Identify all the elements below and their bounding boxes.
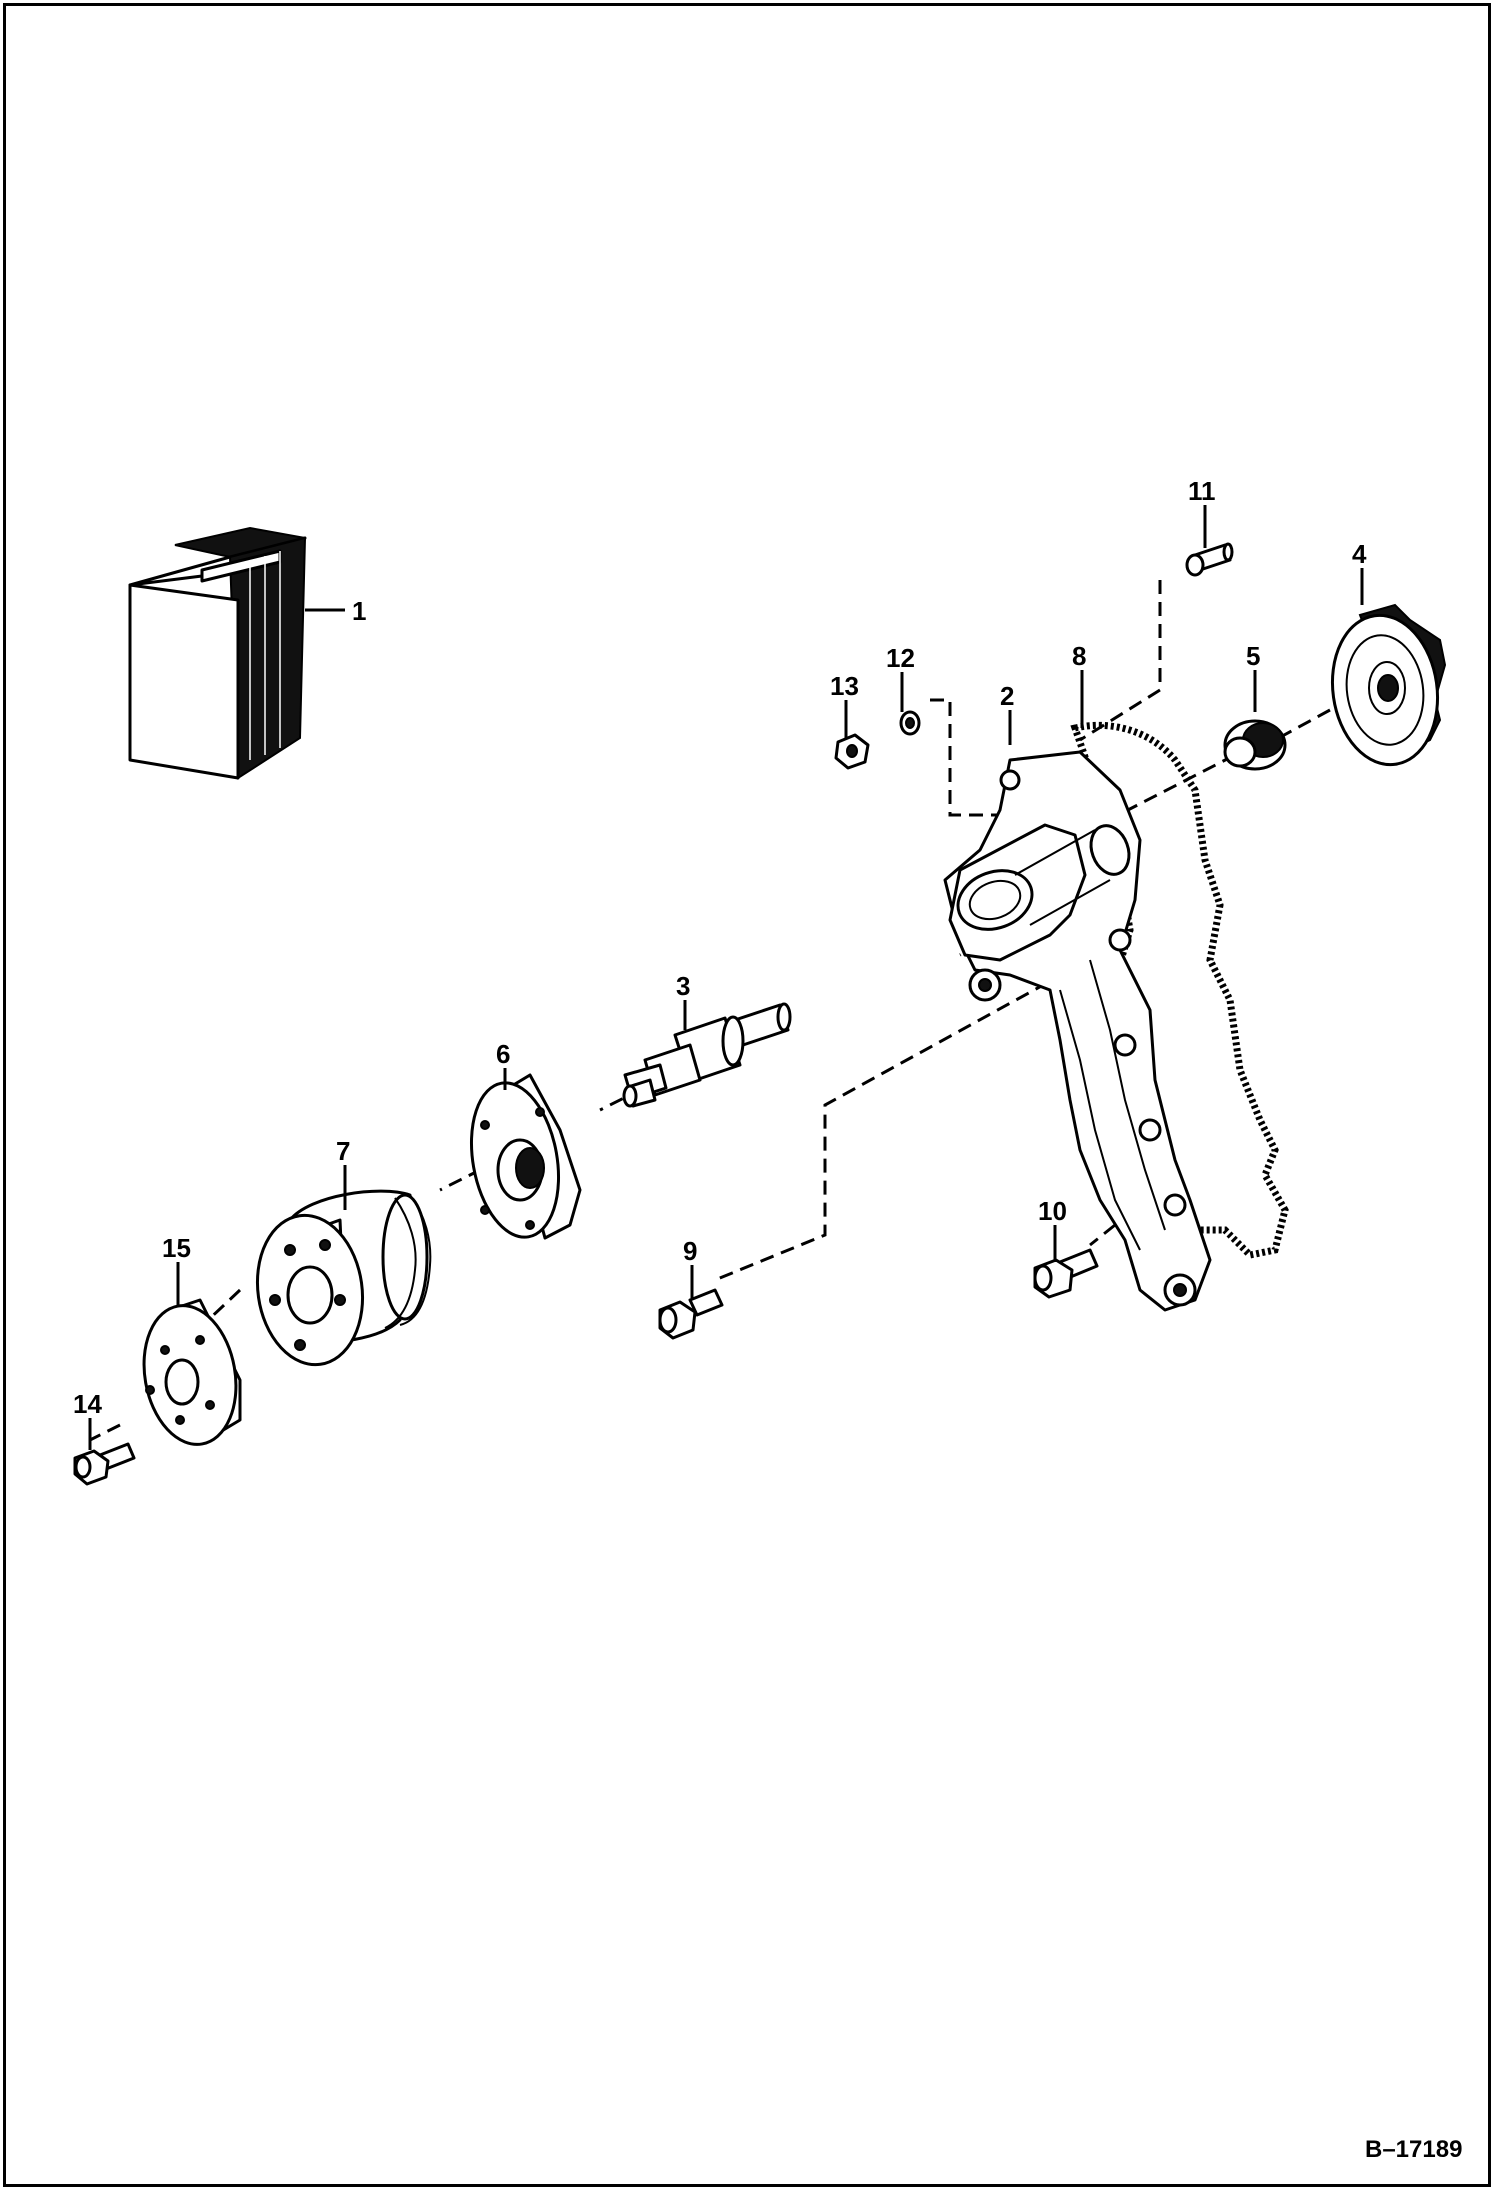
callout-6: 6 [496,1039,510,1069]
callout-11: 11 [1188,476,1216,506]
pump-housing-icon [943,750,1212,1312]
callout-5: 5 [1246,641,1260,671]
callout-12: 12 [886,643,915,673]
bolt-icon [658,1288,724,1340]
pulley-icon [255,1189,432,1367]
nut-icon [834,733,870,770]
impeller-icon [1330,603,1447,767]
callout-1: 1 [352,596,366,626]
callout-labels: 1 2 3 4 5 6 7 8 9 10 11 12 13 14 15 [73,476,1367,1419]
bolt-icon [1033,1248,1099,1299]
bolt-icon [73,1442,136,1486]
callout-13: 13 [830,671,859,701]
figure-id: B–17189 [1365,2136,1462,2163]
callout-9: 9 [683,1236,697,1266]
washer-icon [899,710,921,736]
callout-8: 8 [1072,641,1086,671]
callout-14: 14 [73,1389,102,1419]
leader-lines [88,505,1364,1450]
callout-10: 10 [1038,1196,1067,1226]
callout-4: 4 [1352,539,1367,569]
seal-icon [1223,719,1287,771]
flange-icon [469,1073,582,1240]
callout-7: 7 [336,1136,350,1166]
kit-box-icon [128,526,307,780]
callout-2: 2 [1000,681,1014,711]
callout-3: 3 [676,971,690,1001]
shaft-bearing-icon [622,1002,792,1108]
diagram-frame [3,3,1491,2187]
spacer-icon [142,1298,242,1446]
plug-icon [1185,542,1234,577]
callout-15: 15 [162,1233,191,1263]
